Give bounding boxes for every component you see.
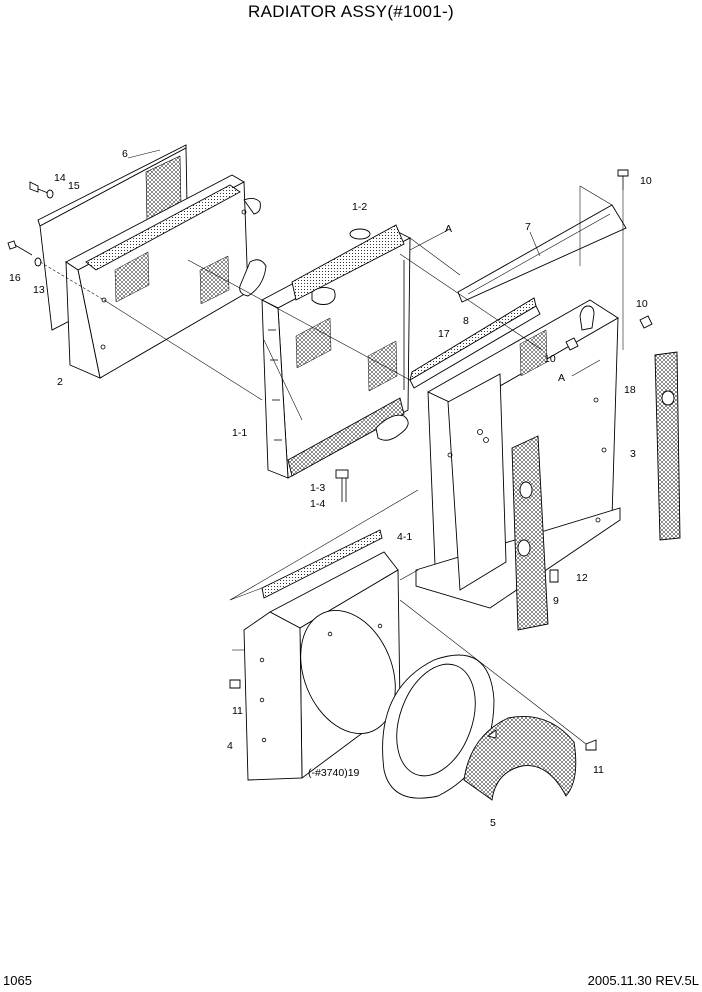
revision-stamp: 2005.11.30 REV.5L	[587, 973, 699, 988]
callout-15: 15	[68, 180, 80, 192]
page-title: RADIATOR ASSY(#1001-)	[248, 2, 454, 21]
callout-1-1: 1-1	[232, 427, 247, 439]
callout-17: 17	[438, 328, 450, 340]
part-4-fan-shroud	[229, 551, 401, 781]
part-18-seal	[654, 351, 681, 541]
callout-4: 4	[227, 740, 233, 752]
callout-labels: 6 14 15 16 13 2 1-2 A 7 10 10 17 8 10 A …	[9, 148, 652, 829]
bolts-10-12	[549, 169, 653, 583]
callout-19: (-#3740)19	[308, 767, 360, 779]
part-3-support-frame	[415, 299, 621, 609]
callout-6: 6	[122, 148, 128, 160]
callout-1-2: 1-2	[352, 201, 367, 213]
part-2-frame	[65, 174, 267, 379]
part-4-1-trim	[261, 529, 383, 599]
callout-2: 2	[57, 376, 63, 388]
callout-16: 16	[9, 272, 21, 284]
callout-14: 14	[54, 172, 66, 184]
part-19-fan-ring	[382, 654, 495, 799]
callout-10-right: 10	[636, 298, 648, 310]
page-number: 1065	[3, 973, 32, 988]
callout-A-lower: A	[558, 372, 565, 384]
callout-5: 5	[490, 817, 496, 829]
parts-1-3-1-4-drain	[335, 469, 349, 502]
callout-9: 9	[553, 595, 559, 607]
callout-18: 18	[624, 384, 636, 396]
fasteners-14-15-16-13	[7, 181, 105, 301]
callout-8: 8	[463, 315, 469, 327]
callout-7: 7	[525, 221, 531, 233]
callout-10-mid: 10	[544, 353, 556, 365]
callout-4-1: 4-1	[397, 531, 412, 543]
callout-11-left: 11	[232, 705, 243, 717]
callout-3: 3	[630, 448, 636, 460]
leader-lines	[103, 149, 624, 745]
callout-13: 13	[33, 284, 45, 296]
callout-12: 12	[576, 572, 588, 584]
part-9-seal	[511, 435, 549, 631]
part-5-fan-guard	[463, 715, 597, 801]
callout-A-upper: A	[445, 223, 452, 235]
callout-1-4: 1-4	[310, 498, 325, 510]
callout-1-3: 1-3	[310, 482, 325, 494]
part-7-bracket	[457, 204, 627, 303]
callout-11-right: 11	[593, 764, 604, 776]
callout-10-top: 10	[640, 175, 652, 187]
part-1-1-radiator-core	[261, 224, 411, 479]
